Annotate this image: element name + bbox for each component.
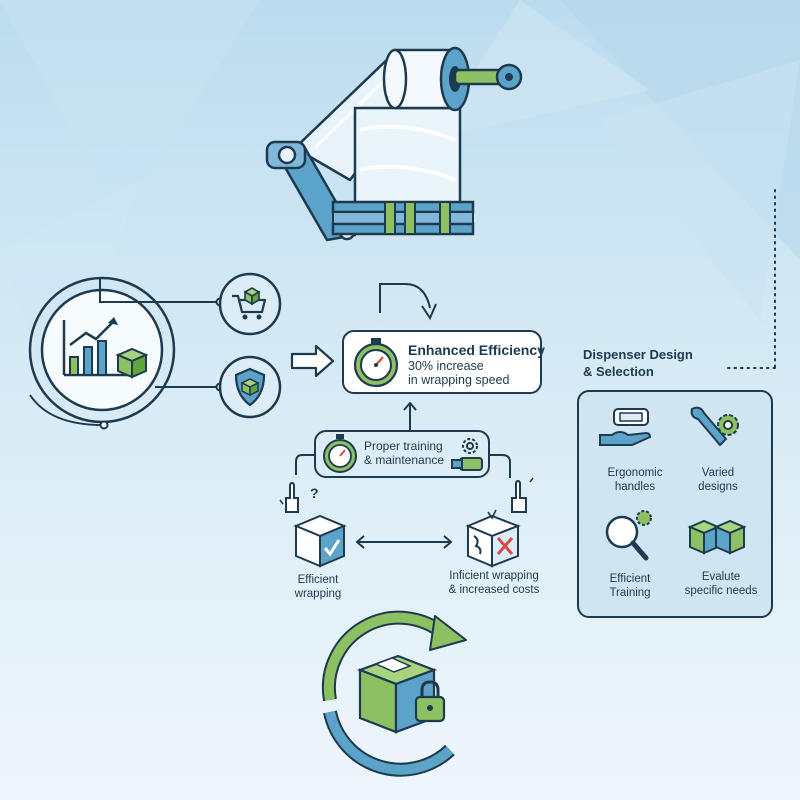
right-arrow-icon — [290, 344, 335, 378]
svg-text:?: ? — [310, 485, 319, 501]
hand-pointer-icon — [511, 477, 534, 513]
dispenser-panel — [577, 390, 773, 618]
stopwatch-small-icon — [323, 434, 357, 473]
panel-title-line1: Dispenser Design — [583, 347, 693, 362]
checked-box-icon — [293, 514, 347, 568]
magnifier-gear-icon — [605, 510, 652, 561]
inefficient-wrapping-line1: Inficient wrapping — [449, 570, 539, 582]
panel-title-line2: & Selection — [583, 364, 654, 379]
panel-item-3-line2: Training — [609, 587, 651, 599]
cart-icon — [218, 272, 282, 336]
panel-item-3-line1: Efficient — [609, 573, 651, 585]
panel-item-4-line1: Evalute — [701, 571, 741, 583]
hand-question-icon: ? — [279, 481, 319, 513]
inefficient-wrapping-line2: & increased costs — [448, 584, 540, 596]
curved-arrow-icon — [379, 283, 437, 321]
panel-item-4-line2: specific needs — [684, 585, 758, 597]
efficiency-title: Enhanced Efficiency — [408, 342, 545, 358]
secure-box-cycle-illustration — [321, 610, 467, 777]
efficiency-subtitle-line1: 30% increase — [408, 359, 484, 373]
gear-hand-icon — [451, 438, 483, 471]
branch-lines — [295, 454, 511, 478]
stopwatch-icon — [353, 338, 399, 388]
panel-item-1-line1: Ergonomic — [607, 467, 663, 479]
training-line1: Proper training — [364, 439, 443, 453]
panel-item-2-line2: designs — [698, 481, 738, 493]
cubes-icon — [687, 519, 747, 555]
efficiency-subtitle-line2: in wrapping speed — [408, 373, 510, 387]
efficient-wrapping-line1: Efficient — [297, 574, 339, 586]
up-arrow-icon — [403, 401, 417, 430]
stretch-wrap-machine-illustration — [265, 46, 523, 242]
ergonomic-handle-icon — [599, 408, 652, 446]
growth-chart-icon — [62, 317, 149, 379]
wrench-gear-icon — [690, 406, 739, 447]
double-arrow-icon — [355, 535, 453, 549]
broken-box-icon — [465, 509, 521, 568]
shield-icon — [218, 355, 282, 419]
panel-item-1-line2: handles — [614, 481, 656, 493]
panel-item-2-line1: Varied — [701, 467, 735, 479]
efficient-wrapping-line2: wrapping — [294, 588, 342, 600]
dotted-connector — [726, 189, 776, 369]
training-line2: & maintenance — [364, 453, 445, 467]
